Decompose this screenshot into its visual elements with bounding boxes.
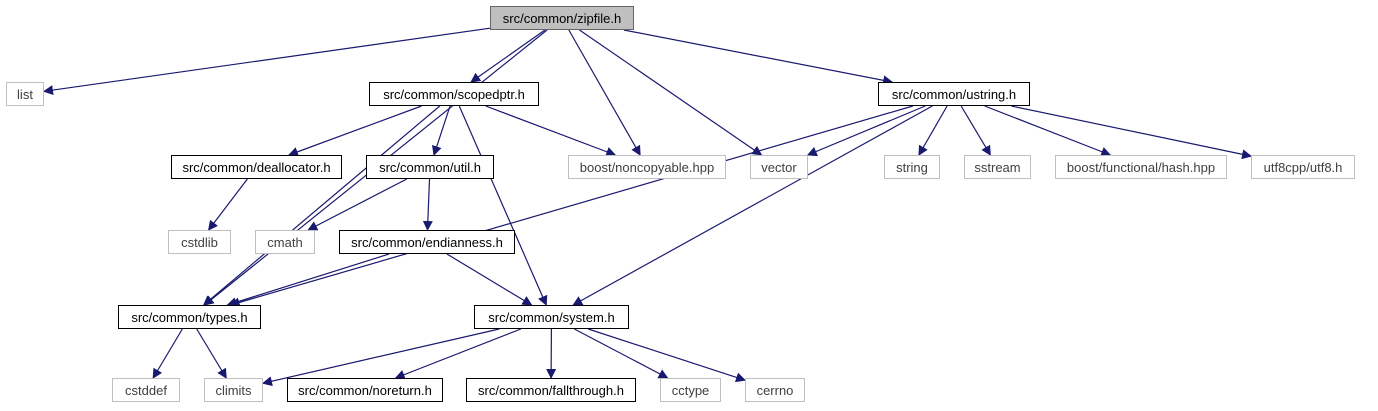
node-ustring[interactable]: src/common/ustring.h [878, 82, 1030, 106]
node-string[interactable]: string [884, 155, 940, 179]
edge-ustring-to-string [918, 105, 948, 156]
edge-ustring-to-hash [984, 105, 1112, 157]
node-util[interactable]: src/common/util.h [366, 155, 494, 179]
node-fallthrough[interactable]: src/common/fallthrough.h [466, 378, 636, 402]
edge-types-to-cstddef [152, 328, 183, 379]
edge-ustring-to-system [572, 105, 933, 306]
node-sstream[interactable]: sstream [964, 155, 1031, 179]
edge-system-to-cerrno [588, 328, 746, 383]
edge-system-to-climits [262, 328, 500, 387]
edge-endianness-to-types [226, 253, 390, 308]
node-cstdlib[interactable]: cstdlib [168, 230, 231, 254]
node-types[interactable]: src/common/types.h [118, 305, 261, 329]
edge-zipfile-to-noncopyable [568, 29, 641, 156]
node-cctype[interactable]: cctype [660, 378, 721, 402]
edge-scopedptr-to-deallocator [288, 105, 422, 157]
edge-scopedptr-to-noncopyable [485, 105, 617, 157]
node-list[interactable]: list [6, 82, 44, 106]
node-vector[interactable]: vector [750, 155, 808, 179]
edge-endianness-to-system [446, 253, 533, 306]
edge-zipfile-to-scopedptr [470, 29, 546, 83]
node-endianness[interactable]: src/common/endianness.h [339, 230, 515, 254]
node-noncopyable[interactable]: boost/noncopyable.hpp [568, 155, 726, 179]
edge-ustring-to-vector [806, 105, 926, 157]
edge-deallocator-to-cstdlib [208, 178, 248, 231]
node-scopedptr[interactable]: src/common/scopedptr.h [369, 82, 539, 106]
node-system[interactable]: src/common/system.h [474, 305, 629, 329]
node-noreturn[interactable]: src/common/noreturn.h [287, 378, 443, 402]
node-deallocator[interactable]: src/common/deallocator.h [171, 155, 342, 179]
node-boost-hash[interactable]: boost/functional/hash.hpp [1055, 155, 1227, 179]
edge-zipfile-to-list [43, 27, 491, 96]
edge-util-to-endianness [422, 178, 433, 231]
edge-types-to-climits [196, 328, 227, 379]
edge-ustring-to-sstream [960, 105, 991, 156]
edge-zipfile-to-ustring [623, 29, 894, 86]
edge-scopedptr-to-system [458, 105, 548, 306]
edge-scopedptr-to-util [432, 105, 451, 156]
edge-util-to-cmath [307, 178, 408, 231]
edge-scopedptr-to-types [202, 105, 441, 306]
edge-ustring-to-types [229, 105, 914, 308]
edge-ustring-to-utf8 [1011, 105, 1252, 160]
node-cerrno[interactable]: cerrno [745, 378, 805, 402]
node-utf8[interactable]: utf8cpp/utf8.h [1251, 155, 1355, 179]
node-cmath[interactable]: cmath [255, 230, 315, 254]
node-zipfile[interactable]: src/common/zipfile.h [490, 6, 634, 30]
edge-system-to-noreturn [394, 328, 522, 380]
node-climits[interactable]: climits [204, 378, 263, 402]
edge-system-to-cctype [574, 328, 669, 379]
edge-zipfile-to-vector [579, 29, 763, 156]
node-cstddef[interactable]: cstddef [112, 378, 180, 402]
